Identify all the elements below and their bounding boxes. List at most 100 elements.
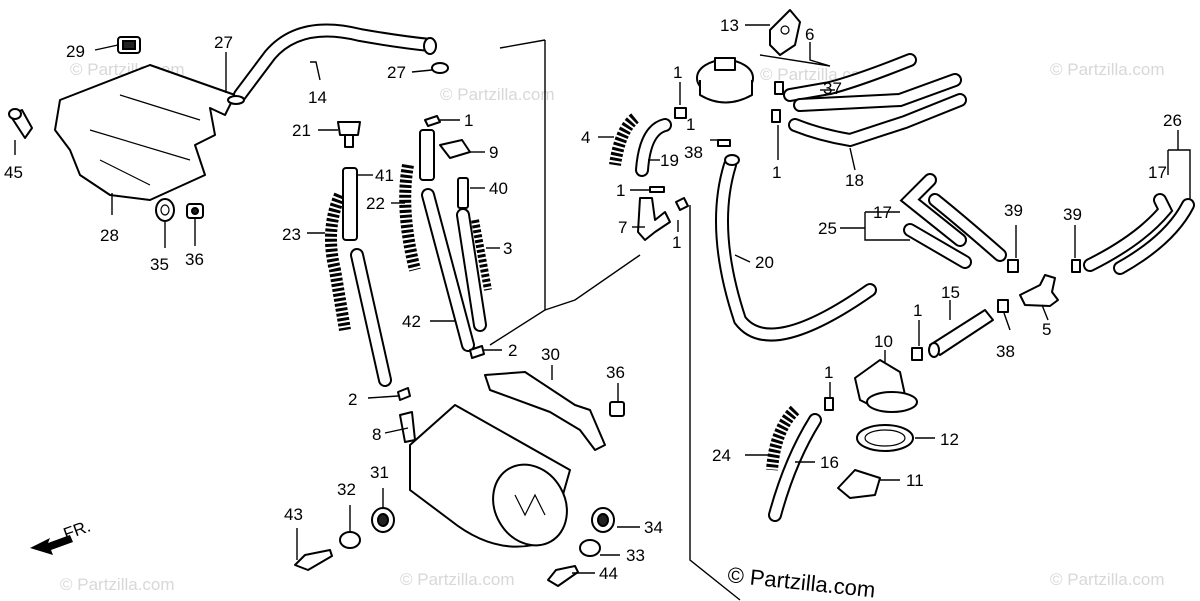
- part-11-bracket: [837, 469, 881, 499]
- callout-18: 18: [845, 171, 864, 190]
- copyright-notice: © Partzilla.com: [726, 562, 876, 601]
- callout-34: 34: [644, 518, 663, 537]
- part-20-hose: [715, 154, 877, 342]
- callout-1d: 1: [616, 181, 625, 200]
- part-19-hose: [635, 118, 672, 177]
- watermarks: © Partzilla.com © Partzilla.com © Partzi…: [60, 60, 1165, 594]
- callout-39a: 39: [1004, 201, 1023, 220]
- callout-36a: 36: [185, 250, 204, 269]
- callout-11: 11: [906, 471, 924, 490]
- callout-1a: 1: [464, 111, 473, 130]
- part-23-corrugated-hose: [325, 192, 351, 331]
- watermark-5: © Partzilla.com: [60, 575, 175, 594]
- part-32-collar: [339, 531, 361, 549]
- callout-2a: 2: [508, 341, 517, 360]
- part-5-tee: [1019, 274, 1059, 307]
- callout-4: 4: [581, 128, 590, 147]
- callout-8: 8: [372, 425, 381, 444]
- callout-27b: 27: [387, 63, 406, 82]
- part-7-tee: [637, 197, 671, 241]
- callout-22: 22: [366, 194, 385, 213]
- part-40-hose: [456, 177, 487, 332]
- callout-1b: 1: [673, 63, 682, 82]
- part-44-bolt: [547, 565, 579, 587]
- callout-6: 6: [805, 25, 814, 44]
- part-37-hose: [783, 53, 962, 112]
- callout-38b: 38: [996, 342, 1015, 361]
- leader-lines: [14, 24, 1191, 574]
- part-8-canister: [399, 404, 571, 548]
- part-13-bracket: [769, 9, 801, 56]
- callout-42: 42: [402, 312, 421, 331]
- callout-40: 40: [489, 179, 508, 198]
- part-12-ring: [856, 424, 914, 452]
- callout-5: 5: [1042, 320, 1051, 339]
- callout-1h: 1: [824, 363, 833, 382]
- watermark-7: © Partzilla.com: [1050, 570, 1165, 589]
- callout-27a: 27: [214, 33, 233, 52]
- clips: [397, 81, 1081, 411]
- part-42-hose: [419, 129, 475, 352]
- callout-14: 14: [308, 88, 327, 107]
- part-36-nut-right: [609, 401, 625, 417]
- callout-12: 12: [940, 430, 959, 449]
- part-35-grommet: [155, 198, 175, 222]
- part-15-pipe: [928, 309, 994, 358]
- callout-45: 45: [4, 163, 23, 182]
- watermark-4: © Partzilla.com: [1050, 60, 1165, 79]
- part-16-hose: [768, 413, 822, 522]
- front-indicator-label: FR.: [61, 517, 93, 544]
- callout-41: 41: [375, 166, 394, 185]
- callout-15: 15: [941, 283, 960, 302]
- part-9-fitting: [439, 139, 471, 159]
- part-24-corrugated-hose: [766, 405, 800, 471]
- callout-35: 35: [150, 255, 169, 274]
- part-14-hose: [233, 23, 437, 102]
- callout-9: 9: [489, 143, 498, 162]
- callout-24: 24: [712, 446, 731, 465]
- part-28-cover: [54, 64, 236, 201]
- callout-16: 16: [820, 453, 839, 472]
- callout-1g: 1: [913, 301, 922, 320]
- part-6-valve: [696, 57, 754, 104]
- callout-28: 28: [100, 226, 119, 245]
- part-25-hose-set: [899, 173, 1007, 269]
- part-21-fitting: [337, 121, 361, 148]
- part-43-bolt: [294, 549, 333, 571]
- callout-21: 21: [292, 121, 311, 140]
- reference-lines: [489, 39, 741, 601]
- part-18-hose: [788, 93, 967, 148]
- part-3-spring: [471, 219, 492, 291]
- watermark-6: © Partzilla.com: [400, 570, 515, 589]
- front-arrow: FR.: [30, 517, 93, 555]
- callout-labels: 29 27 14 27 45 28 35 36 21 41 22 23 1 9 …: [4, 16, 1182, 583]
- callout-1f: 1: [772, 163, 781, 182]
- callout-44: 44: [599, 564, 618, 583]
- callout-7: 7: [618, 218, 627, 237]
- part-30-bracket: [484, 371, 606, 451]
- callout-38a: 38: [684, 143, 703, 162]
- part-36-nut-left: [186, 203, 204, 219]
- callout-43: 43: [284, 505, 303, 524]
- part-41-hose: [342, 167, 392, 387]
- callout-2b: 2: [348, 390, 357, 409]
- callout-1e: 1: [672, 233, 681, 252]
- callout-17a: 17: [873, 203, 892, 222]
- part-33-collar: [579, 539, 601, 557]
- part-31-grommet: [371, 507, 395, 533]
- callout-32: 32: [337, 480, 356, 499]
- callout-26: 26: [1163, 111, 1182, 130]
- part-29-cap: [117, 36, 141, 54]
- part-27-clamps: [227, 62, 449, 105]
- part-10-valve: [854, 359, 918, 413]
- callout-31: 31: [370, 463, 389, 482]
- callout-37: 37: [823, 79, 842, 98]
- callout-20: 20: [755, 253, 774, 272]
- part-34-grommet: [591, 507, 615, 533]
- part-26-hose-set: [1083, 193, 1195, 275]
- part-4-corrugated-hose: [609, 113, 640, 166]
- callout-13: 13: [720, 16, 739, 35]
- callout-39b: 39: [1063, 205, 1082, 224]
